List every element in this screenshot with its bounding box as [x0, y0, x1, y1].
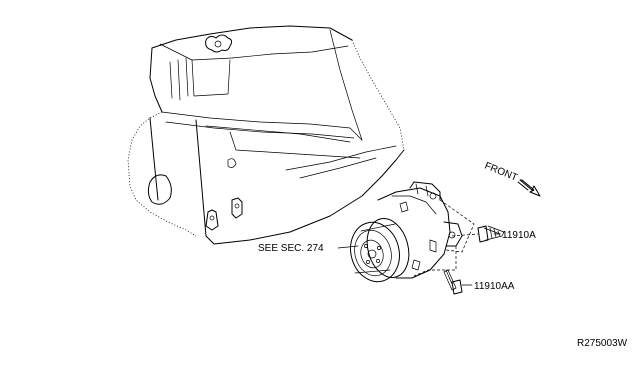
bolt-11910a-icon	[477, 225, 505, 243]
front-label: FRONT	[483, 161, 519, 184]
bolt-11910aa-icon	[443, 269, 463, 295]
front-direction-arrow-icon	[517, 179, 541, 197]
diagram-code: R275003W	[577, 338, 628, 349]
leader-lines	[337, 233, 501, 286]
compressor-illustration	[350, 181, 463, 283]
part-number-11910a: 11910A	[502, 230, 536, 241]
bolt-path-lines	[413, 199, 479, 277]
part-number-11910aa: 11910AA	[474, 281, 515, 292]
see-section-label: SEE SEC. 274	[258, 243, 324, 254]
engine-block-illustration	[127, 25, 405, 245]
